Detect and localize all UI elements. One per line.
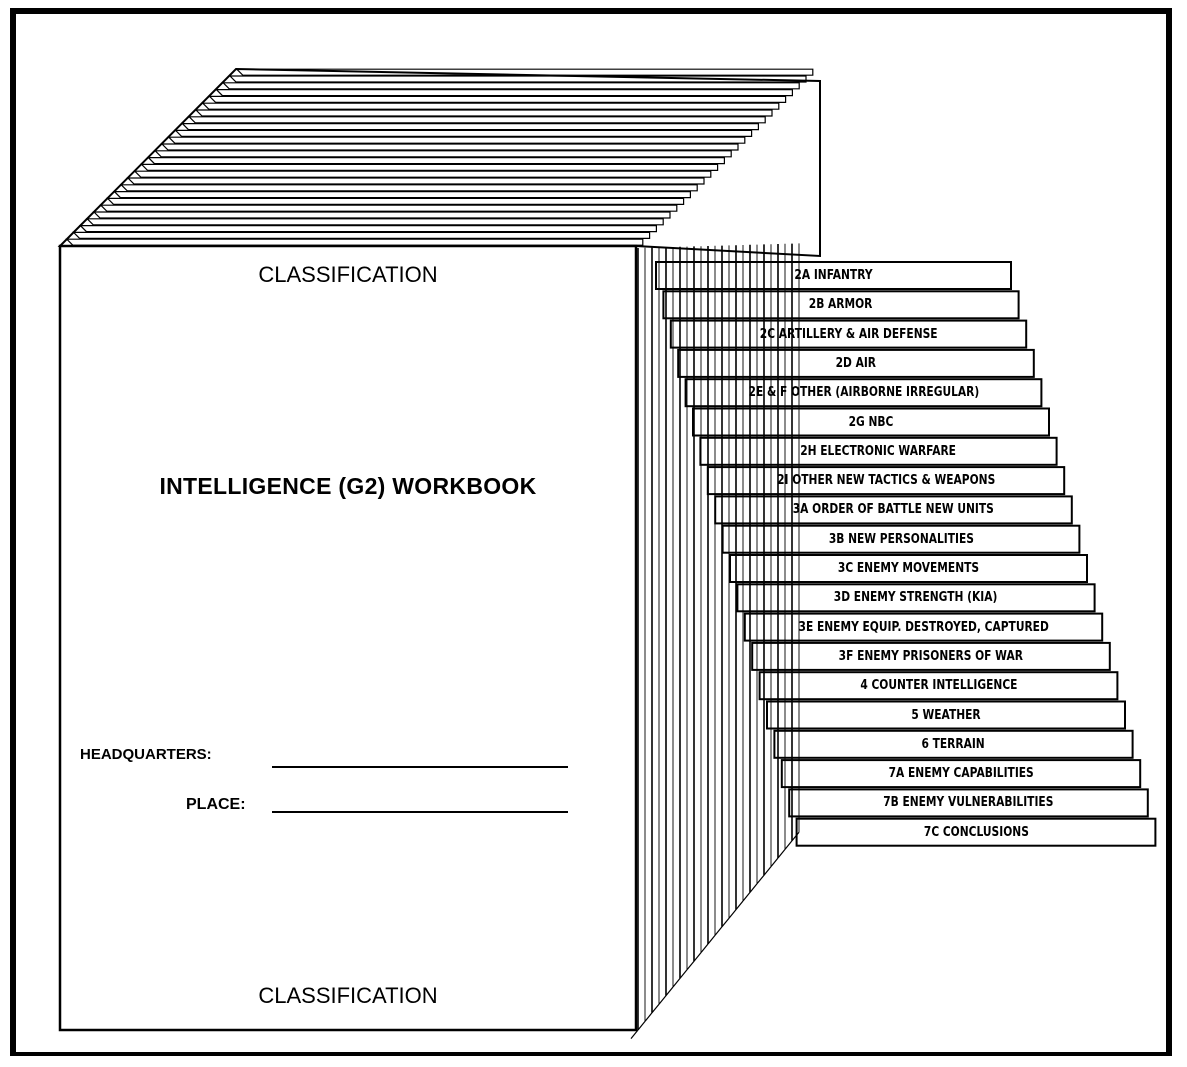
divider-tab-label: 3D ENEMY STRENGTH (KIA) [834,590,998,606]
stacked-page-top [235,68,814,76]
divider-tab [677,348,1035,378]
stacked-page-top [221,82,800,90]
divider-tab [766,700,1126,730]
divider-tab [758,671,1119,701]
classification-bottom-label: CLASSIFICATION [258,983,438,1008]
divider-tab-label: 3F ENEMY PRISONERS OF WAR [838,648,1024,664]
divider-tab-label: 2E & F OTHER (AIRBORNE IRREGULAR) [748,385,979,401]
stacked-page-top [201,102,780,110]
divider-tab-label: 2D AIR [835,355,877,371]
headquarters-fill-line [272,766,568,768]
page-edge-bottom [763,866,772,876]
divider-tab-label: 3A ORDER OF BATTLE NEW UNITS [792,502,994,518]
page-edge-bottom [777,849,786,859]
page-edge-bottom [756,874,765,885]
page-edge-bottom [707,935,716,945]
stacked-page-top [119,184,698,192]
page-edge-bottom [721,917,730,928]
divider-tab-label: 6 TERRAIN [921,736,986,752]
divider-tab-label: 2A INFANTRY [794,268,873,283]
divider-tab [751,641,1111,671]
divider-tab-label: 2G NBC [848,414,894,430]
divider-tab [684,378,1043,408]
stacked-page-top [72,231,651,239]
stacked-page-top [146,157,726,165]
stacked-page-top [92,211,671,219]
page-edge-bottom [770,857,779,867]
page-edge-bottom [679,969,688,979]
stacked-page-top [160,143,739,151]
divider-tab [788,788,1149,818]
page-edge-bottom [784,840,793,850]
divider-tab-label: 7B ENEMY VULNERABILITIES [883,795,1054,811]
divider-tab [692,407,1050,437]
divider-tab [729,554,1088,583]
page-edge-bottom [630,1029,639,1039]
divider-tab [721,524,1081,554]
page-edge-bottom [686,960,695,971]
stacked-page-top [153,150,732,158]
divider-tab-label: 3C ENEMY MOVEMENTS [837,561,980,576]
stacked-page-top [214,88,794,97]
workbook-front-cover [58,244,638,1032]
divider-tab [780,759,1142,789]
divider-tab [736,583,1096,613]
divider-tab-label: 5 WEATHER [911,707,981,723]
page-edge-bottom [644,1012,653,1022]
divider-tab-label: 2B ARMOR [809,297,873,313]
page-edge-bottom [749,883,758,893]
stacked-page-top [208,95,787,104]
stacked-page-top [78,225,658,233]
page-edge-bottom [665,986,674,996]
page-edge-bottom [637,1021,646,1031]
divider-tab [795,817,1157,847]
workbook-title: INTELLIGENCE (G2) WORKBOOK [159,473,537,499]
stacked-page-top [65,238,644,246]
divider-tab [699,436,1058,466]
divider-tabs [655,261,1157,847]
divider-tab [669,319,1028,349]
divider-tab-label: 7A ENEMY CAPABILITIES [888,766,1034,782]
stacked-page-top [112,191,692,199]
divider-tab-label: 2I OTHER NEW TACTICS & WEAPONS [776,473,996,489]
divider-tab-label: 2H ELECTRONIC WARFARE [800,443,957,459]
page-edge-bottom [735,900,744,910]
divider-tab-label: 7C CONCLUSIONS [923,824,1029,840]
stacked-page-top [174,129,753,137]
stacked-page-top [106,197,685,205]
page-edge-bottom [693,952,702,962]
stacked-page-top [140,163,719,171]
place-fill-line [272,811,568,813]
page-edge-bottom [742,892,751,902]
divider-tab-label: 4 COUNTER INTELLIGENCE [859,678,1018,694]
page-edge-bottom [658,995,667,1005]
page-edges [630,243,800,1039]
classification-top-label: CLASSIFICATION [258,262,438,287]
page-edge-bottom [728,909,737,919]
stacked-page-top [187,116,766,124]
stacked-page-tops [57,67,821,258]
divider-tab-label: 3B NEW PERSONALITIES [828,531,974,547]
divider-tab-label: 2C ARTILLERY & AIR DEFENSE [759,326,938,342]
page-edge-bottom [672,978,681,988]
page-edge-bottom [791,831,800,842]
stacked-page-top [126,177,705,185]
place-label: PLACE: [186,796,246,813]
stacked-page-top [180,122,760,131]
divider-tab [743,612,1104,642]
divider-tab [773,729,1134,759]
stacked-page-top [167,136,746,144]
stacked-page-top [99,204,678,212]
headquarters-label: HEADQUARTERS: [80,746,212,763]
page-edge-bottom [651,1003,660,1014]
page-edge-bottom [700,943,709,953]
divider-tab-label: 3E ENEMY EQUIP. DESTROYED, CAPTURED [798,619,1049,635]
stacked-page-top [85,218,664,226]
stacked-page-top [133,170,712,178]
stacked-page-top [194,109,773,117]
page-edge-bottom [714,926,723,936]
